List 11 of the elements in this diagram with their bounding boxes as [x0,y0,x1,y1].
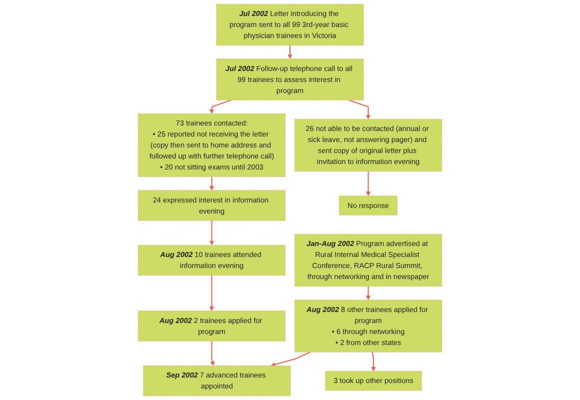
arrow [288,45,292,60]
arrow [210,341,215,366]
arrow [209,100,232,114]
arrow [366,171,371,196]
arrow [209,220,214,246]
arrow [209,275,214,312]
arrow [348,100,371,120]
arrow [209,176,214,191]
arrow [270,352,310,367]
arrow [371,352,376,372]
arrow [366,286,371,300]
